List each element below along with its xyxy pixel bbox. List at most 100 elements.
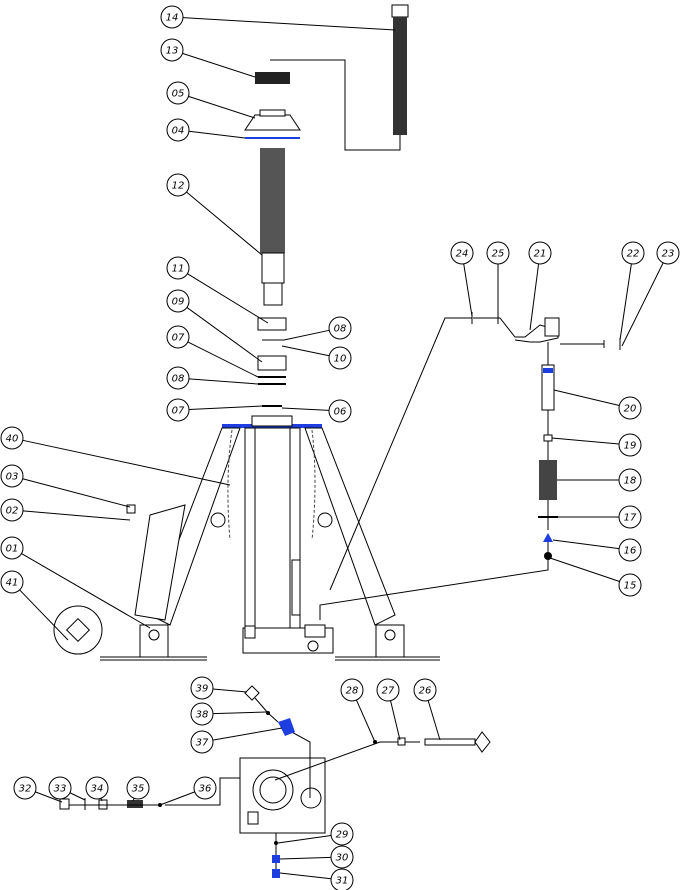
leader-line — [281, 407, 330, 411]
callout-04: 04 — [166, 118, 246, 142]
callout-label: 39 — [196, 684, 209, 695]
callout-14: 14 — [160, 5, 396, 31]
leader-line — [621, 262, 664, 347]
callout-label: 20 — [624, 404, 637, 415]
callout-01: 01 — [0, 536, 151, 629]
leader-line — [188, 405, 263, 410]
callout-11: 11 — [166, 256, 269, 324]
callout-label: 08 — [172, 374, 185, 385]
callout-circle — [340, 678, 364, 702]
callout-label: 01 — [6, 544, 19, 555]
callout-25: 25 — [486, 241, 510, 314]
callout-02: 02 — [0, 498, 131, 522]
part-41-wheel — [53, 605, 103, 655]
callout-08: 08 — [283, 316, 352, 341]
callout-label: 19 — [624, 441, 637, 452]
callout-circle — [166, 366, 190, 390]
callout-circle — [166, 118, 190, 142]
leader-line — [22, 510, 131, 521]
leader-line — [19, 589, 69, 641]
callout-15: 15 — [549, 557, 642, 597]
callout-circle — [166, 81, 190, 105]
part-09-bush — [257, 355, 287, 371]
callout-circle — [193, 776, 217, 800]
callout-circle — [486, 241, 510, 265]
callout-label: 31 — [336, 876, 349, 887]
callout-label: 35 — [132, 784, 145, 795]
callout-circle — [190, 730, 214, 754]
callout-label: 07 — [172, 406, 185, 417]
callout-circle — [656, 241, 680, 265]
callout-circle — [0, 464, 24, 488]
callout-33: 33 — [48, 776, 86, 801]
callout-07: 07 — [166, 398, 263, 422]
leader-line — [182, 17, 396, 31]
callout-circle — [618, 538, 642, 562]
leader-line — [279, 856, 332, 860]
leader-line — [390, 700, 401, 741]
callout-label: 27 — [382, 686, 395, 697]
callout-22: 22 — [619, 241, 645, 341]
pump-assembly — [59, 685, 491, 878]
callout-35: 35 — [126, 776, 150, 802]
leader-line — [188, 130, 246, 139]
callout-label: 08 — [334, 324, 347, 335]
callout-circle — [618, 468, 642, 492]
part-03-nut — [126, 504, 136, 514]
leader-line — [552, 539, 620, 550]
part-14-screw — [270, 4, 409, 151]
leader-line — [21, 553, 151, 629]
callout-24: 24 — [450, 241, 474, 317]
callout-label: 37 — [196, 738, 209, 749]
callout-label: 22 — [627, 249, 640, 260]
callout-20: 20 — [553, 389, 642, 420]
callout-circle — [0, 570, 24, 594]
callout-30: 30 — [279, 845, 354, 869]
leader-line — [188, 378, 259, 385]
leader-line — [35, 791, 63, 803]
leader-line — [22, 439, 231, 486]
callout-label: 02 — [6, 506, 19, 517]
callout-07: 07 — [166, 325, 259, 378]
callout-label: 04 — [172, 126, 185, 137]
callout-label: 23 — [662, 249, 675, 260]
callout-26: 26 — [413, 678, 441, 741]
callout-circle — [190, 676, 214, 700]
callout-circle — [166, 325, 190, 349]
callout-circle — [618, 505, 642, 529]
callout-label: 11 — [172, 264, 185, 275]
callout-circle — [190, 702, 214, 726]
callout-label: 36 — [199, 784, 212, 795]
callout-circle — [528, 241, 552, 265]
callout-label: 25 — [492, 249, 505, 260]
callout-19: 19 — [551, 433, 642, 457]
callout-36: 36 — [159, 776, 217, 806]
leader-line — [186, 191, 263, 256]
leader-line — [283, 329, 330, 341]
callout-29: 29 — [277, 822, 354, 846]
callout-12: 12 — [166, 173, 263, 256]
callout-circle — [618, 573, 642, 597]
leader-line — [549, 557, 620, 582]
leader-line — [187, 341, 259, 378]
callout-label: 38 — [196, 710, 209, 721]
callout-circle — [166, 173, 190, 197]
callout-label: 17 — [624, 513, 637, 524]
leader-line — [186, 307, 263, 363]
callout-circle — [48, 776, 72, 800]
callout-label: 33 — [54, 784, 67, 795]
callout-05: 05 — [166, 81, 256, 119]
callout-label: 12 — [172, 181, 185, 192]
callout-06: 06 — [281, 399, 352, 423]
callout-38: 38 — [190, 702, 267, 726]
leader-line — [187, 273, 269, 324]
callout-41: 41 — [0, 570, 69, 641]
part-13-ring — [255, 72, 290, 84]
leader-line — [427, 700, 441, 741]
callout-circle — [0, 536, 24, 560]
callout-13: 13 — [160, 38, 256, 78]
callout-label: 21 — [534, 249, 547, 260]
callout-39: 39 — [190, 676, 248, 700]
